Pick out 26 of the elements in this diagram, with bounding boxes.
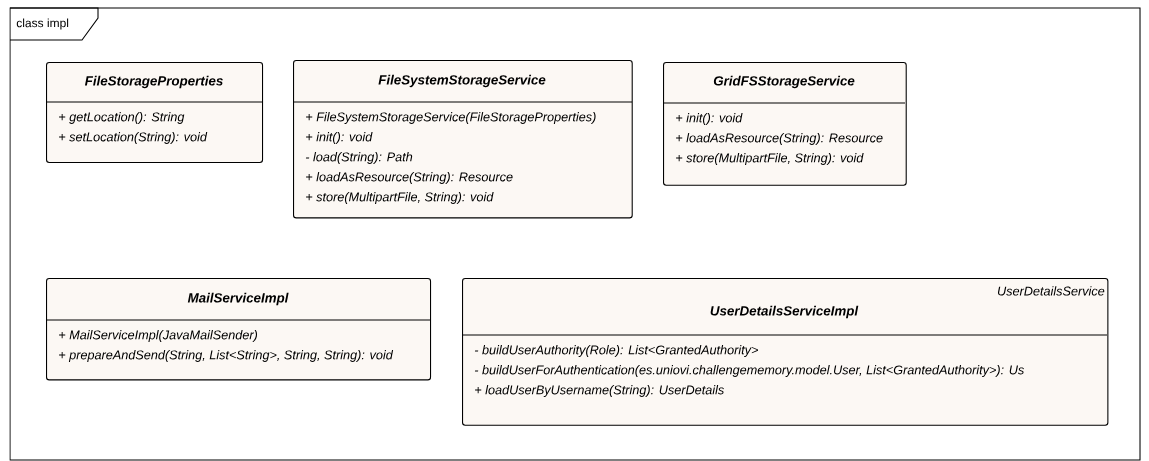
member-signature: + loadAsResource(String): Resource bbox=[676, 133, 883, 145]
member-signature: + store(MultipartFile, String): void bbox=[306, 192, 494, 204]
class-box bbox=[292, 60, 633, 219]
class-name: MailServiceImpl bbox=[187, 292, 289, 306]
member-signature: + init(): void bbox=[306, 132, 373, 144]
member-signature: + store(MultipartFile, String): void bbox=[676, 153, 864, 165]
member-signature: + setLocation(String): void bbox=[59, 132, 208, 144]
member-signature: - buildUserAuthority(Role): List<GrantedAuthority> bbox=[474, 345, 758, 357]
member-signature: + FileSystemStorageService(FileStorageProperties) bbox=[306, 112, 596, 124]
class-name: FileStorageProperties bbox=[84, 75, 223, 89]
member-signature: - buildUserForAuthentication(es.uniovi.challengememory.model.User, List<GrantedAuthority>): Us bbox=[474, 365, 1024, 377]
member-signature: + loadAsResource(String): Resource bbox=[306, 172, 513, 184]
class-name: UserDetailsServiceImpl bbox=[710, 305, 859, 319]
member-signature: + init(): void bbox=[676, 113, 743, 125]
class-box bbox=[45, 62, 264, 164]
member-signature: + getLocation(): String bbox=[59, 112, 185, 124]
interface-label: UserDetailsService bbox=[998, 286, 1105, 296]
class-name: FileSystemStorageService bbox=[378, 74, 546, 88]
member-signature: + loadUserByUsername(String): UserDetails bbox=[475, 385, 724, 397]
class-name: GridFSStorageService bbox=[713, 75, 855, 89]
class-box bbox=[45, 278, 432, 381]
class-box bbox=[662, 62, 907, 186]
member-signature: + prepareAndSend(String, List<String>, String, String): void bbox=[59, 350, 394, 362]
member-signature: - load(String): Path bbox=[305, 152, 413, 164]
class-box bbox=[461, 278, 1109, 426]
member-signature: + MailServiceImpl(JavaMailSender) bbox=[59, 330, 258, 342]
